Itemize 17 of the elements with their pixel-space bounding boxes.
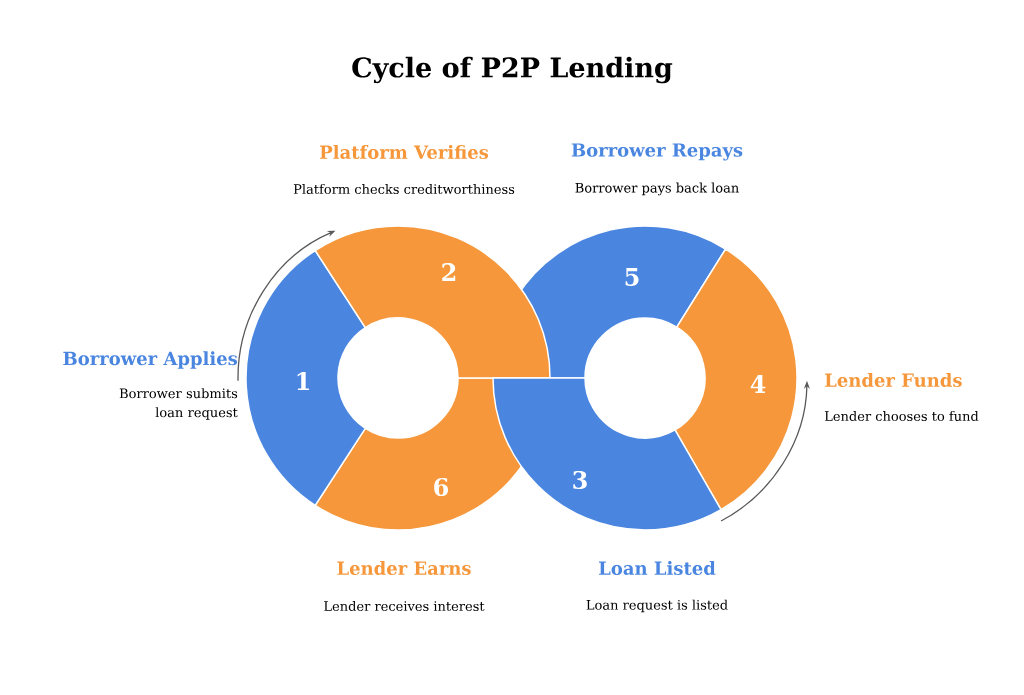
- step-heading: Borrower Applies: [63, 351, 238, 369]
- ring-segment: 2: [314, 225, 551, 379]
- title: Cycle of P2P Lending: [352, 56, 673, 84]
- ring-segment: 1: [245, 249, 367, 507]
- step-heading: Lender Earns: [337, 561, 471, 575]
- step-description: Lender receives interest: [324, 600, 485, 611]
- step-description: Platform checks creditworthiness: [293, 183, 515, 194]
- ring-segment: 4: [674, 248, 798, 511]
- step-heading: Platform Verifies: [320, 145, 489, 159]
- step-description: Lender chooses to fund: [824, 410, 979, 421]
- step-heading: Lender Funds: [825, 373, 962, 387]
- step-description: Borrower submits loan request: [119, 388, 238, 420]
- step-heading: Borrower Repays: [571, 143, 743, 161]
- step-description: Borrower pays back loan: [575, 182, 739, 196]
- ring-segment: 3: [492, 377, 722, 531]
- step-heading: Loan Listed: [599, 561, 716, 575]
- step-description: Loan request is listed: [586, 599, 728, 613]
